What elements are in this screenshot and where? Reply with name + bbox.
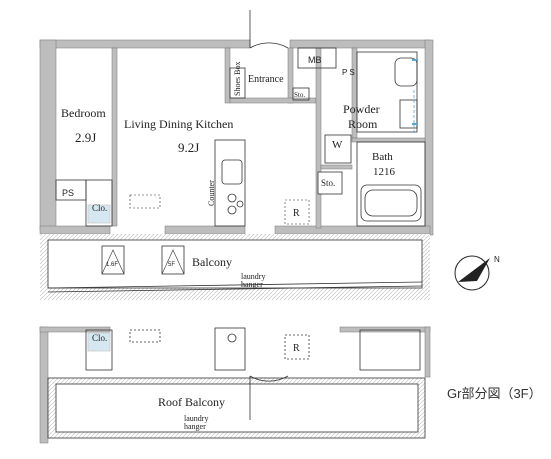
closet-label: Clo. bbox=[92, 203, 107, 213]
bedroom-label: Bedroom bbox=[61, 106, 106, 120]
washer-label: W bbox=[332, 139, 343, 151]
roof-laundry-label-1: laundry bbox=[184, 414, 208, 423]
fridge-space bbox=[284, 199, 310, 225]
compass-icon bbox=[454, 255, 490, 291]
powder-room-label-1: Powder bbox=[343, 102, 380, 116]
unit-walls bbox=[39, 39, 434, 236]
dashed-outline bbox=[129, 194, 161, 209]
laundry-label-1: laundry bbox=[241, 272, 265, 281]
laundry-label-2: hanger bbox=[241, 280, 263, 289]
bath-size: 1216 bbox=[373, 166, 396, 178]
plan-caption: Gr部分図（3F） bbox=[447, 386, 542, 401]
roof-level-walls bbox=[39, 326, 431, 444]
ldk-size: 9.2J bbox=[178, 140, 199, 155]
roof-closet-label: Clo. bbox=[92, 333, 107, 343]
mb-label: MB bbox=[308, 55, 322, 65]
ps-left-label: PS bbox=[62, 188, 74, 198]
shoes-box-label: Shoes Box bbox=[233, 62, 242, 96]
balcony-label: Balcony bbox=[192, 255, 232, 269]
entrance-label: Entrance bbox=[248, 74, 284, 85]
balcony-structure bbox=[40, 234, 430, 300]
roof-level-detail bbox=[47, 327, 426, 439]
roof-laundry-label-2: hanger bbox=[184, 422, 206, 431]
bath-label: Bath bbox=[372, 151, 393, 163]
unit-mark-2: 5F bbox=[168, 262, 175, 268]
kitchen-counter bbox=[214, 139, 246, 227]
ps-top-label: P S bbox=[342, 68, 355, 77]
powder-fixtures bbox=[356, 51, 418, 135]
entrance-area bbox=[229, 10, 337, 101]
storage-small-label: Sto. bbox=[294, 91, 305, 99]
storage-box bbox=[317, 171, 343, 195]
bedroom-area bbox=[55, 179, 113, 227]
fridge-label: R bbox=[293, 208, 300, 219]
compass-north-label: N bbox=[494, 255, 500, 264]
roof-balcony-label: Roof Balcony bbox=[158, 395, 225, 409]
storage-label: Sto. bbox=[321, 178, 335, 188]
counter-label: Counter bbox=[207, 180, 216, 206]
unit-mark-1: 1.6F bbox=[106, 262, 118, 268]
bath-fixtures bbox=[356, 141, 426, 227]
washer bbox=[324, 134, 352, 164]
bedroom-size: 2.9J bbox=[75, 130, 96, 145]
ldk-label: Living Dining Kitchen bbox=[124, 117, 233, 131]
roof-fridge-label: R bbox=[293, 343, 300, 354]
powder-room-label-2: Room bbox=[348, 117, 378, 131]
